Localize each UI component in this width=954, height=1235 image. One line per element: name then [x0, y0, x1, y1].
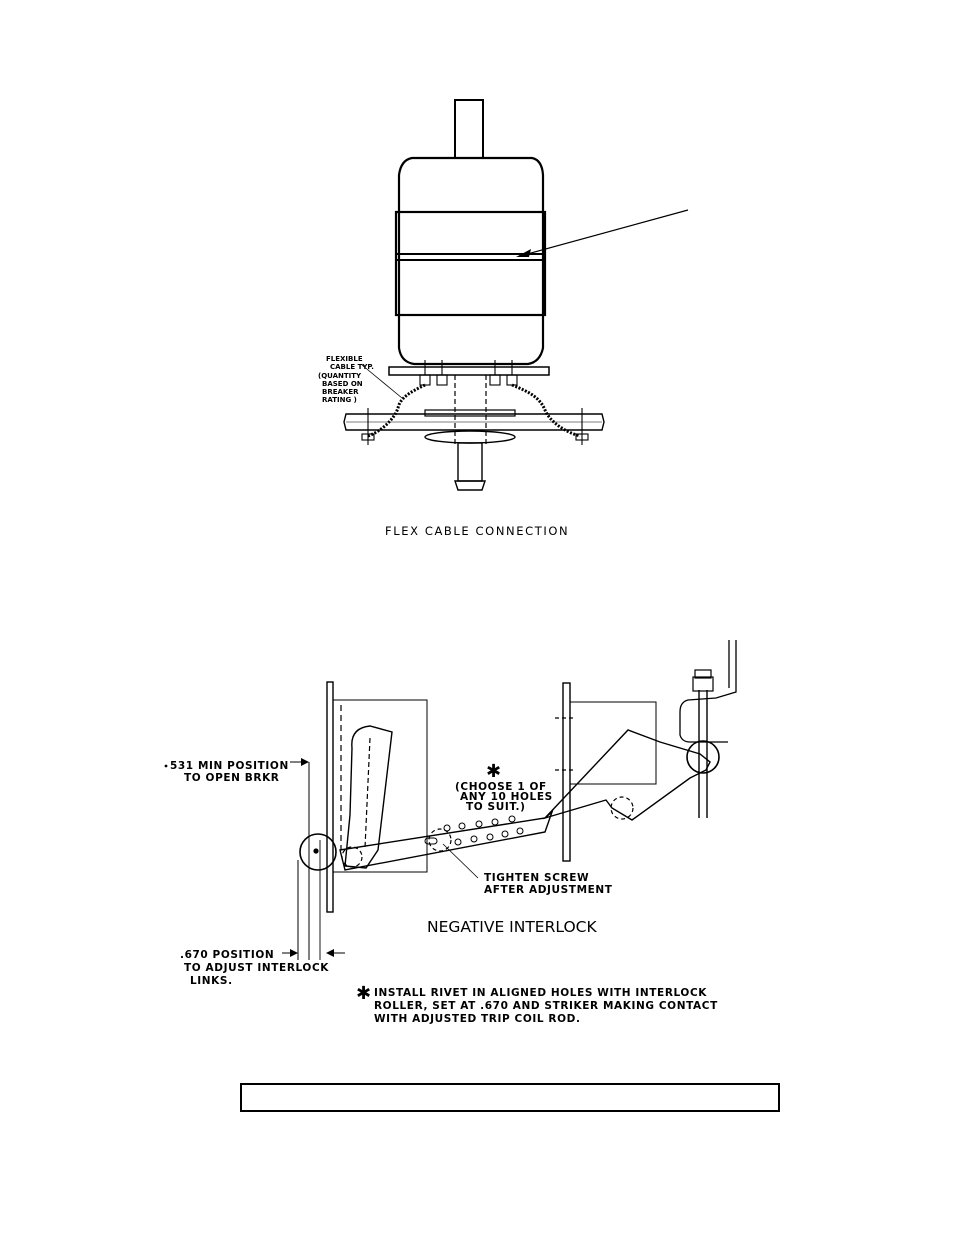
- flex-cable-left: [367, 383, 426, 438]
- rod-bracket: [679, 640, 737, 743]
- bus-bar: [343, 413, 605, 431]
- link-bar: [339, 809, 554, 871]
- stem-tip: [454, 480, 486, 491]
- tighten-leader: [442, 843, 479, 879]
- flex-cable-right: [511, 383, 581, 438]
- interlock-roller: [299, 833, 337, 871]
- rod-roller: [686, 740, 720, 774]
- interlock-figure: [282, 640, 737, 960]
- right-frame-plate: [562, 682, 571, 862]
- bus-bolts: [361, 408, 589, 445]
- vacuum-bottle: [397, 156, 545, 366]
- top-stem: [454, 99, 484, 159]
- mounting-plate: [388, 366, 550, 376]
- lower-stem: [457, 442, 483, 482]
- lower-flange: [424, 430, 516, 444]
- bus-clamp: [424, 409, 516, 417]
- plate-bolts: [419, 360, 518, 386]
- leader-arrowhead: [516, 249, 531, 257]
- flex-cable-figure: [343, 99, 689, 491]
- far-link: [542, 729, 711, 821]
- left-bracket: [332, 699, 428, 873]
- insulating-band: [394, 210, 547, 317]
- striker-lever: [344, 725, 393, 869]
- adjustment-holes: [443, 815, 524, 846]
- caption-box: [240, 1083, 780, 1112]
- label-leader: [361, 364, 403, 399]
- leader-line: [519, 209, 689, 257]
- left-frame-plate: [326, 681, 334, 913]
- right-bracket: [569, 701, 657, 785]
